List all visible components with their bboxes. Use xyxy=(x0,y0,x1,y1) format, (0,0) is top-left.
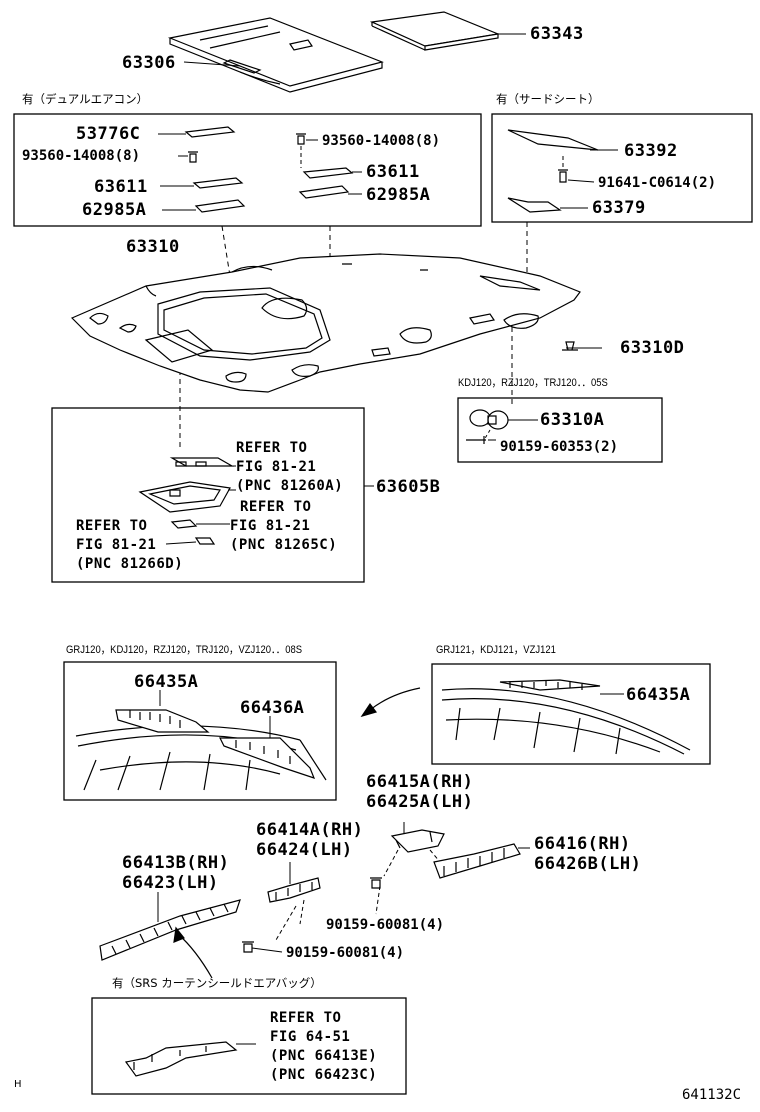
box-dual-ac xyxy=(13,113,482,227)
part-label-63379: 63379 xyxy=(592,198,646,218)
part-label-93560-a: 93560-14008(8) xyxy=(22,148,141,164)
refer-3-line-2: FIG 81-21 xyxy=(76,537,157,553)
part-label-66425A: 66425A(LH) xyxy=(366,792,474,812)
part-label-93560-b: 93560-14008(8) xyxy=(322,133,441,149)
part-label-66435A-b: 66435A xyxy=(626,685,691,705)
footer-mark: H xyxy=(14,1079,22,1090)
refer-4-line-1: REFER TO xyxy=(270,1010,342,1026)
part-label-63343: 63343 xyxy=(530,24,584,44)
box-third-seat xyxy=(491,113,753,223)
part-label-63605B: 63605B xyxy=(376,477,441,497)
part-label-90159-60353: 90159-60353(2) xyxy=(500,439,619,455)
transfer-arrow xyxy=(369,687,421,711)
part-label-63310A: 63310A xyxy=(540,410,605,430)
refer-2-line-2: FIG 81-21 xyxy=(230,518,311,534)
box-grj121 xyxy=(431,663,711,765)
part-label-66426B: 66426B(LH) xyxy=(534,854,642,874)
part-label-63310: 63310 xyxy=(126,237,180,257)
pillar-garnish-parts xyxy=(99,822,530,979)
dual-ac-parts xyxy=(158,126,362,213)
refer-1-line-1: REFER TO xyxy=(236,440,308,456)
part-label-66435A-a: 66435A xyxy=(134,672,199,692)
third-seat-parts xyxy=(507,129,618,213)
part-label-66415A: 66415A(RH) xyxy=(366,772,474,792)
part-label-66416: 66416(RH) xyxy=(534,834,631,854)
part-63306-drawing xyxy=(167,17,384,93)
part-label-90159-60081-a: 90159-60081(4) xyxy=(326,917,445,933)
refer-1-line-3: (PNC 81260A) xyxy=(236,478,344,494)
condition-grj121: GRJ121，KDJ121，VZJ121 xyxy=(436,644,556,656)
refer-3-line-1: REFER TO xyxy=(76,518,148,534)
part-label-63310D: 63310D xyxy=(620,338,685,358)
leaders-top xyxy=(183,33,526,67)
refer-4-line-2: FIG 64-51 xyxy=(270,1029,351,1045)
refer-2-line-1: REFER TO xyxy=(240,499,312,515)
part-label-62985A-a: 62985A xyxy=(82,200,147,220)
refer-4-line-3: (PNC 66413E) xyxy=(270,1048,378,1064)
box-63605B xyxy=(51,407,365,583)
box-grj120 xyxy=(63,661,337,801)
kdj120-parts xyxy=(466,409,538,444)
part-label-91641: 91641-C0614(2) xyxy=(598,175,717,191)
srs-part xyxy=(124,1041,256,1077)
header-third-seat: 有（サードシート） xyxy=(496,92,600,106)
part-label-62985A-b: 62985A xyxy=(366,185,431,205)
figure-id: 641132C xyxy=(682,1087,742,1103)
refer-3-line-3: (PNC 81266D) xyxy=(76,556,184,572)
part-63343-drawing xyxy=(369,11,501,51)
header-dual-ac: 有（デュアルエアコン） xyxy=(22,92,149,106)
part-label-66414A: 66414A(RH) xyxy=(256,820,364,840)
part-label-63306: 63306 xyxy=(122,53,176,73)
header-srs: 有（SRS カーテンシールドエアバッグ） xyxy=(112,976,322,990)
part-63310-headliner xyxy=(70,253,581,393)
part-label-90159-60081-b: 90159-60081(4) xyxy=(286,945,405,961)
box-kdj120 xyxy=(457,397,663,463)
condition-grj120: GRJ120，KDJ120，RZJ120，TRJ120，VZJ120．．08S xyxy=(66,644,303,656)
part-label-53776C: 53776C xyxy=(76,124,141,144)
part-label-63611-a: 63611 xyxy=(94,177,148,197)
refer-2-line-3: (PNC 81265C) xyxy=(230,537,338,553)
part-label-63392: 63392 xyxy=(624,141,678,161)
refer-4-line-4: (PNC 66423C) xyxy=(270,1067,378,1083)
box-srs xyxy=(91,997,407,1095)
grj120-roof-view xyxy=(75,690,327,791)
condition-kdj120: KDJ120，RZJ120，TRJ120．．05S xyxy=(458,377,608,389)
part-label-66436A: 66436A xyxy=(240,698,305,718)
clip-63310D xyxy=(562,341,578,351)
part-label-63611-b: 63611 xyxy=(366,162,420,182)
grj121-roof-view xyxy=(441,679,691,755)
room-lamp-parts xyxy=(138,457,374,545)
refer-1-line-2: FIG 81-21 xyxy=(236,459,317,475)
part-label-66413B: 66413B(RH) xyxy=(122,853,230,873)
part-label-66423: 66423(LH) xyxy=(122,873,219,893)
part-label-66424: 66424(LH) xyxy=(256,840,353,860)
